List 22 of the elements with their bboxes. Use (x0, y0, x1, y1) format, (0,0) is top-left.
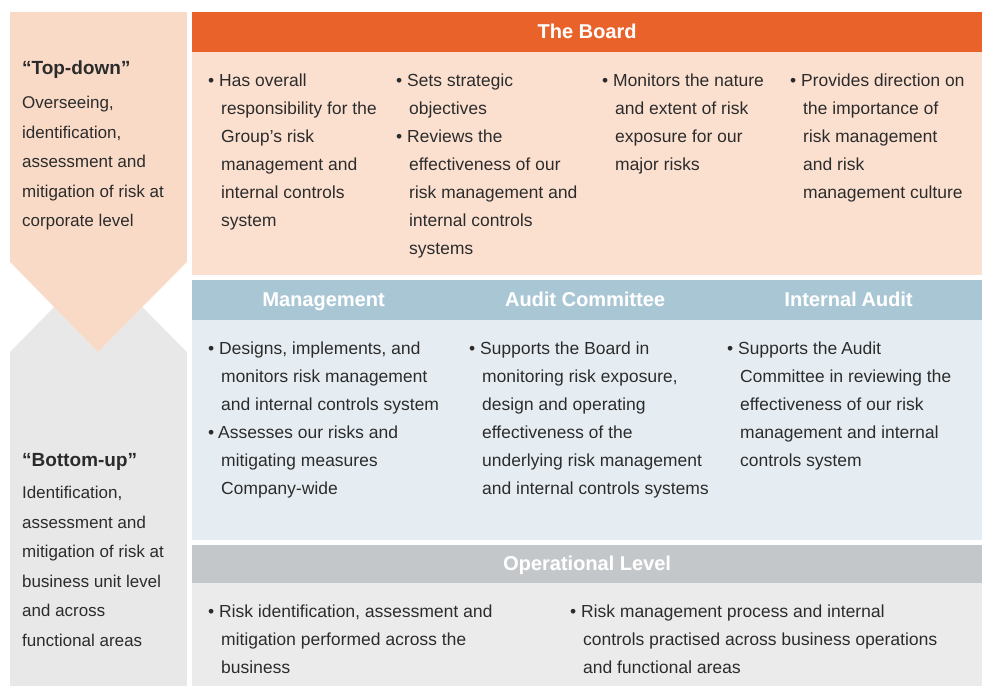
panel-header: Internal Audit (715, 280, 982, 320)
side-heading: “Bottom-up” (22, 450, 138, 472)
side-heading: “Top-down” (22, 58, 130, 80)
panel-background (192, 545, 982, 686)
side-description: Identification, assessment and mitigation of risk at business unit level and across functional areas (22, 482, 165, 652)
panel-header: Audit Committee (455, 280, 715, 320)
bullet-text: • Has overall responsibility for the Group’s risk management and internal controls system (208, 69, 378, 232)
bullet-text: • Provides direction on the importance of risk management and risk management culture (790, 69, 966, 204)
panel-header: Operational Level (192, 545, 982, 583)
panel-background (192, 12, 982, 275)
side-description: Overseeing, identification, assessment and mitigation of risk at corporate level (22, 92, 165, 232)
panel-header: The Board (192, 12, 982, 52)
bullet-text: • Supports the Audit Committee in reviewing the effectiveness of our risk management and internal controls system (727, 337, 952, 472)
bullet-text: • Monitors the nature and extent of risk exposure for our major risks (602, 69, 765, 176)
bullet-text: • Supports the Board in monitoring risk exposure, design and operating effectiveness of the underlying risk management and internal controls systems (469, 337, 710, 500)
bullet-text: • Designs, implements, and monitors risk management and internal controls system (208, 337, 440, 416)
bullet-text: • Risk identification, assessment and mitigation performed across the business (208, 600, 494, 679)
bullet-text: • Assesses our risks and mitigating measures Company-wide (208, 421, 399, 500)
bullet-text: • Risk management process and internal controls practised across business operations and functional areas (570, 600, 938, 679)
panel-header: Management (192, 280, 455, 320)
bullet-text: • Reviews the effectiveness of our risk management and internal controls systems (396, 125, 578, 260)
bullet-text: • Sets strategic objectives (396, 69, 514, 120)
